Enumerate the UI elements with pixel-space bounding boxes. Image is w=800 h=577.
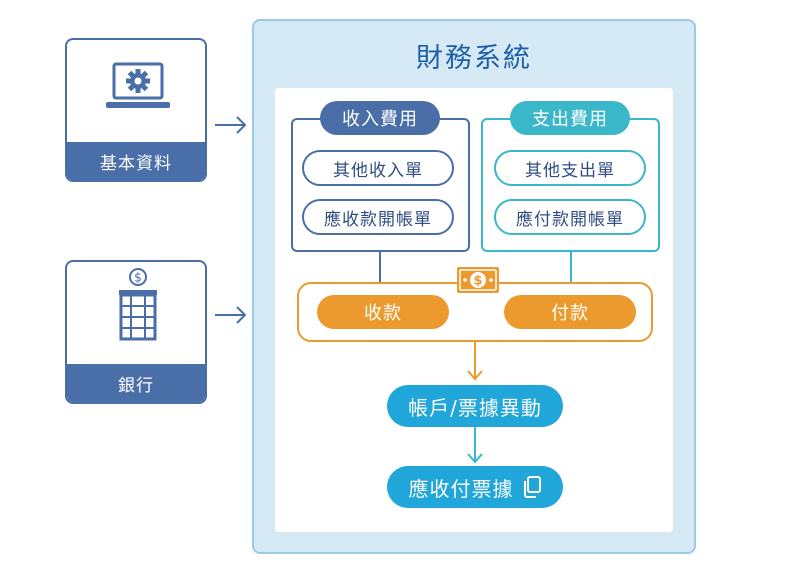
arrow-down-icon: [467, 427, 483, 464]
receivable-billing-button[interactable]: 應收款開帳單: [302, 199, 454, 235]
receivable-payable-label: 應收付票據: [408, 476, 514, 501]
arrow-down-icon: [467, 342, 483, 381]
copy-document-icon: [523, 476, 541, 498]
svg-text:$: $: [473, 274, 482, 289]
make-payment-button[interactable]: 付款: [504, 295, 636, 329]
bank-label: 銀行: [67, 364, 205, 402]
basic-data-label: 基本資料: [67, 142, 205, 180]
system-title: 財務系統: [416, 43, 532, 74]
bank-card[interactable]: $ 銀行: [65, 260, 207, 404]
arrow-right-icon: [215, 306, 247, 324]
income-header[interactable]: 收入費用: [320, 101, 440, 135]
basic-data-card[interactable]: 基本資料: [65, 38, 207, 182]
arrow-right-icon: [215, 116, 247, 134]
other-income-button[interactable]: 其他收入單: [302, 150, 454, 186]
bank-building-icon: $: [119, 268, 157, 341]
receivable-payable-notes-button[interactable]: 應收付票據: [387, 466, 563, 508]
expense-header[interactable]: 支出費用: [510, 101, 630, 135]
money-bill-icon: $: [457, 267, 499, 293]
payable-billing-button[interactable]: 應付款開帳單: [494, 199, 646, 235]
other-expense-button[interactable]: 其他支出單: [494, 150, 646, 186]
laptop-gear-icon: [106, 62, 170, 108]
account-note-change-button[interactable]: 帳戶/票據異動: [387, 385, 563, 427]
receive-payment-button[interactable]: 收款: [317, 295, 449, 329]
svg-text:$: $: [134, 271, 142, 285]
